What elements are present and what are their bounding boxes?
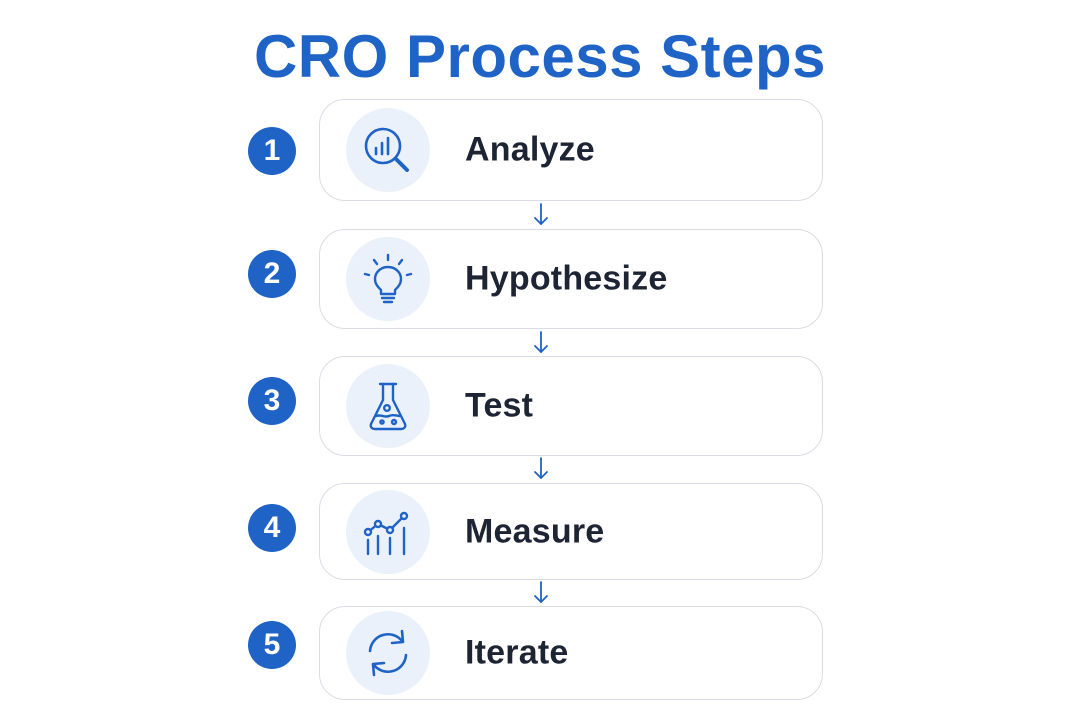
- step-label: Hypothesize: [465, 259, 668, 298]
- down-arrow-icon: [531, 580, 551, 606]
- step-card-hypothesize: Hypothesize: [319, 229, 823, 329]
- step-card-analyze: Analyze: [319, 99, 823, 201]
- step-label: Test: [465, 386, 534, 425]
- step-number-badge: 5: [248, 621, 296, 669]
- step-label: Iterate: [465, 633, 569, 672]
- step-card-measure: Measure: [319, 483, 823, 580]
- step-label: Measure: [465, 512, 605, 550]
- step-number-badge: 4: [248, 504, 296, 552]
- down-arrow-icon: [531, 202, 551, 228]
- magnifier-bar-chart-icon: [346, 108, 430, 192]
- step-number-badge: 1: [248, 127, 296, 175]
- line-bar-chart-icon: [346, 489, 430, 574]
- refresh-cycle-icon: [346, 611, 430, 695]
- down-arrow-icon: [531, 330, 551, 356]
- down-arrow-icon: [531, 456, 551, 482]
- step-card-test: Test: [319, 356, 823, 456]
- flask-icon: [346, 364, 430, 448]
- lightbulb-icon: [346, 237, 430, 321]
- step-card-iterate: Iterate: [319, 606, 823, 700]
- step-number-badge: 3: [248, 377, 296, 425]
- page-title: CRO Process Steps: [253, 23, 827, 90]
- step-number-badge: 2: [248, 250, 296, 298]
- step-label: Analyze: [465, 130, 595, 169]
